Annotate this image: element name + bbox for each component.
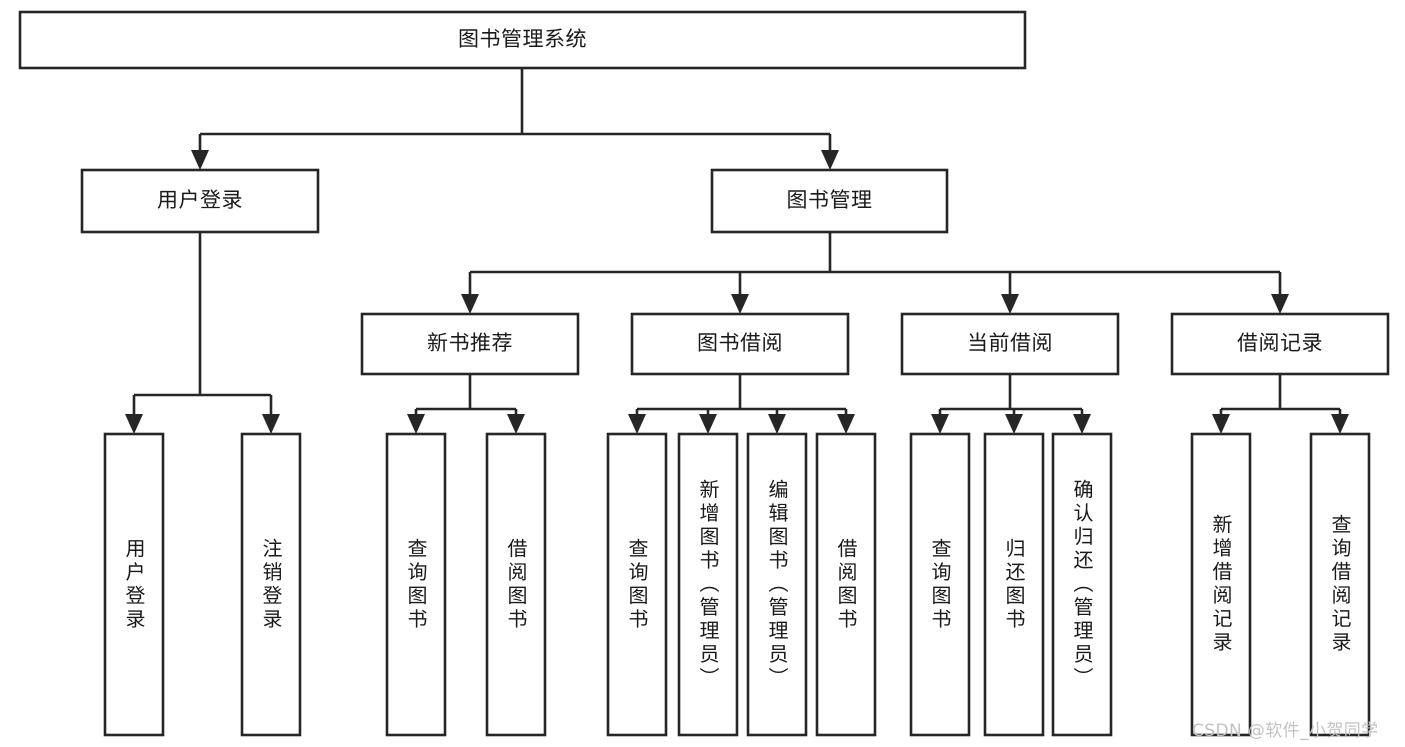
- arrowhead-icon: [821, 150, 839, 170]
- node-leaf-leaf-query-book-1[interactable]: [385, 432, 447, 737]
- arrowhead-icon: [1212, 414, 1230, 434]
- arrowhead-icon: [1271, 294, 1289, 314]
- node-level3-current-borrow[interactable]: [900, 312, 1120, 376]
- arrowhead-icon: [125, 414, 143, 434]
- node-leaf-leaf-return-book[interactable]: [983, 432, 1045, 737]
- node-leaf-leaf-logout[interactable]: [240, 432, 302, 737]
- node-leaf-leaf-borrow-book-1[interactable]: [485, 432, 547, 737]
- arrowhead-icon: [837, 414, 855, 434]
- arrowhead-icon: [1331, 414, 1349, 434]
- node-leaf-leaf-user-login[interactable]: [103, 432, 165, 737]
- node-leaf-leaf-confirm-return[interactable]: [1051, 432, 1113, 737]
- node-level3-borrow-record[interactable]: [1170, 312, 1390, 376]
- arrowhead-icon: [191, 150, 209, 170]
- node-level3-book-borrow[interactable]: [630, 312, 850, 376]
- arrowhead-icon: [628, 414, 646, 434]
- arrowhead-icon: [1005, 414, 1023, 434]
- arrowhead-icon: [768, 414, 786, 434]
- node-leaf-leaf-query-book-3[interactable]: [909, 432, 971, 737]
- box-layer: [18, 10, 1390, 737]
- arrowhead-icon: [407, 414, 425, 434]
- node-leaf-leaf-add-book[interactable]: [677, 432, 739, 737]
- node-leaf-leaf-query-book-2[interactable]: [606, 432, 668, 737]
- arrowhead-icon: [931, 414, 949, 434]
- arrowhead-icon: [699, 414, 717, 434]
- connector-layer: [125, 68, 1349, 434]
- arrowhead-icon: [1073, 414, 1091, 434]
- arrowhead-icon: [731, 294, 749, 314]
- node-level2-book-manage[interactable]: [710, 168, 949, 234]
- arrowhead-icon: [1001, 294, 1019, 314]
- node-root-root[interactable]: [18, 10, 1027, 70]
- arrowhead-icon: [262, 414, 280, 434]
- node-leaf-leaf-borrow-book-2[interactable]: [815, 432, 877, 737]
- node-level2-user-login[interactable]: [80, 168, 320, 234]
- arrowhead-icon: [507, 414, 525, 434]
- node-leaf-leaf-add-record[interactable]: [1190, 432, 1252, 737]
- node-level3-new-book-rec[interactable]: [360, 312, 580, 376]
- node-leaf-leaf-query-record[interactable]: [1309, 432, 1371, 737]
- node-leaf-leaf-edit-book[interactable]: [746, 432, 808, 737]
- arrowhead-icon: [461, 294, 479, 314]
